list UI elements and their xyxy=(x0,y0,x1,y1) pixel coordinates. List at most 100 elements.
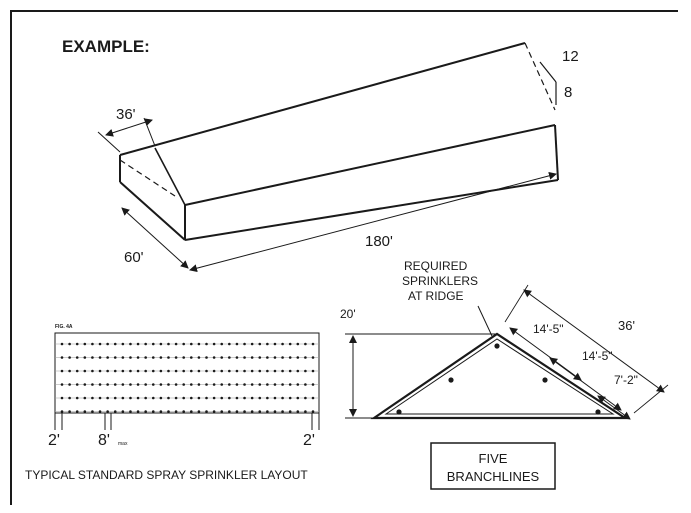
sprinkler-head xyxy=(190,396,193,400)
seg1-label: 14'-5" xyxy=(533,322,564,336)
example-heading: EXAMPLE: xyxy=(62,37,150,56)
roof-isometric: 36' 60' 180' 12 8 xyxy=(97,42,579,273)
sprinkler-head xyxy=(98,410,102,413)
sprinkler-head xyxy=(243,410,246,413)
sprinkler-head xyxy=(182,383,185,386)
sprinkler-head xyxy=(228,396,231,400)
sprinkler-head xyxy=(167,369,170,373)
right-spacing-label: 2' xyxy=(303,432,315,449)
sprinkler-head xyxy=(288,383,292,386)
sprinkler-head xyxy=(68,383,71,386)
sprinkler-head xyxy=(106,396,109,400)
sprinkler-head xyxy=(113,356,117,359)
sprinkler-head xyxy=(60,342,64,346)
sprinkler-head xyxy=(243,396,246,400)
sprinkler-head xyxy=(98,369,102,373)
sprinkler-head xyxy=(311,369,315,373)
sprinkler-head xyxy=(174,342,178,346)
sprinkler-head xyxy=(205,396,208,400)
sprinkler-head xyxy=(113,396,117,400)
sprinkler-head xyxy=(83,356,87,359)
sprinkler-head xyxy=(228,383,231,386)
sprinkler-head xyxy=(212,356,216,359)
sprinkler-head xyxy=(121,410,125,413)
sprinkler-head xyxy=(197,396,201,400)
sprinkler-head xyxy=(60,383,64,386)
sprinkler-head xyxy=(250,369,254,373)
sprinkler-head xyxy=(288,342,292,346)
sprinkler-head xyxy=(144,342,147,346)
sprinkler-head xyxy=(91,356,94,359)
ridge-note-line2: SPRINKLERS xyxy=(402,274,478,288)
sprinkler-head xyxy=(212,410,216,413)
sprinkler-head xyxy=(205,342,208,346)
sprinkler-head xyxy=(190,356,193,359)
sprinkler-head xyxy=(167,396,170,400)
sprinkler-head xyxy=(212,396,216,400)
sprinkler-head xyxy=(258,369,262,373)
sprinkler-head xyxy=(129,410,132,413)
sprinkler-head xyxy=(190,342,193,346)
sprinkler-head xyxy=(144,410,147,413)
ridge-note-line1: REQUIRED xyxy=(404,259,468,273)
sprinkler-head xyxy=(144,383,147,386)
height-label: 20' xyxy=(340,307,356,321)
sprinkler-head xyxy=(266,383,269,386)
sprinkler-head xyxy=(220,410,224,413)
sprinkler-head xyxy=(281,369,284,373)
sprinkler-head xyxy=(304,383,307,386)
sprinkler-head xyxy=(212,342,216,346)
sprinkler-head xyxy=(136,342,140,346)
sprinkler-head xyxy=(288,410,292,413)
roof-length-label: 180' xyxy=(365,233,393,250)
sprinkler-head xyxy=(136,356,140,359)
sprinkler-head xyxy=(288,369,292,373)
sprinkler-head xyxy=(83,396,87,400)
sprinkler-head xyxy=(129,369,132,373)
sprinkler-head xyxy=(167,356,170,359)
sprinkler-head xyxy=(174,410,178,413)
sprinkler-head xyxy=(258,356,262,359)
sprinkler-head xyxy=(98,356,102,359)
sprinkler-head xyxy=(75,356,79,359)
sprinkler-head xyxy=(129,396,132,400)
sprinkler-head xyxy=(235,383,239,386)
sprinkler-head xyxy=(235,369,239,373)
sprinkler-head xyxy=(167,410,170,413)
sprinkler-head xyxy=(197,383,201,386)
branchlines-line2: BRANCHLINES xyxy=(447,469,540,484)
sprinkler-head xyxy=(182,396,185,400)
sprinkler-head xyxy=(106,383,109,386)
sprinkler-head xyxy=(235,342,239,346)
sprinkler-head xyxy=(190,410,193,413)
sprinkler-head xyxy=(296,410,300,413)
sprinkler-head xyxy=(266,356,269,359)
slope-rise-label: 12 xyxy=(562,48,579,65)
sprinkler-head xyxy=(197,356,201,359)
sprinkler-head xyxy=(182,369,185,373)
branchlines-line1: FIVE xyxy=(479,451,508,466)
sprinkler-head xyxy=(113,369,117,373)
sprinkler-head xyxy=(121,356,125,359)
sprinkler-head xyxy=(68,396,71,400)
sprinkler-head xyxy=(98,342,102,346)
roof-cross-section: REQUIRED SPRINKLERS AT RIDGE 20' 36' 14'… xyxy=(340,259,669,490)
sprinkler-head xyxy=(75,342,79,346)
sprinkler-head xyxy=(243,369,246,373)
sprinkler-head xyxy=(174,369,178,373)
sprinkler-head xyxy=(129,356,132,359)
sprinkler-head xyxy=(113,383,117,386)
sprinkler-head xyxy=(243,356,246,359)
fig-label: FIG. 4A xyxy=(55,324,73,330)
sprinkler-head xyxy=(159,369,163,373)
sprinkler-head xyxy=(121,369,125,373)
sprinkler-head xyxy=(75,383,79,386)
sprinkler-head xyxy=(190,383,193,386)
sprinkler-head xyxy=(83,342,87,346)
sprinkler-head xyxy=(68,356,71,359)
sprinkler-head xyxy=(258,410,262,413)
sprinkler-head xyxy=(220,369,224,373)
sprinkler-head xyxy=(68,410,71,413)
sprinkler-head xyxy=(220,396,224,400)
sprinkler-head xyxy=(235,396,239,400)
